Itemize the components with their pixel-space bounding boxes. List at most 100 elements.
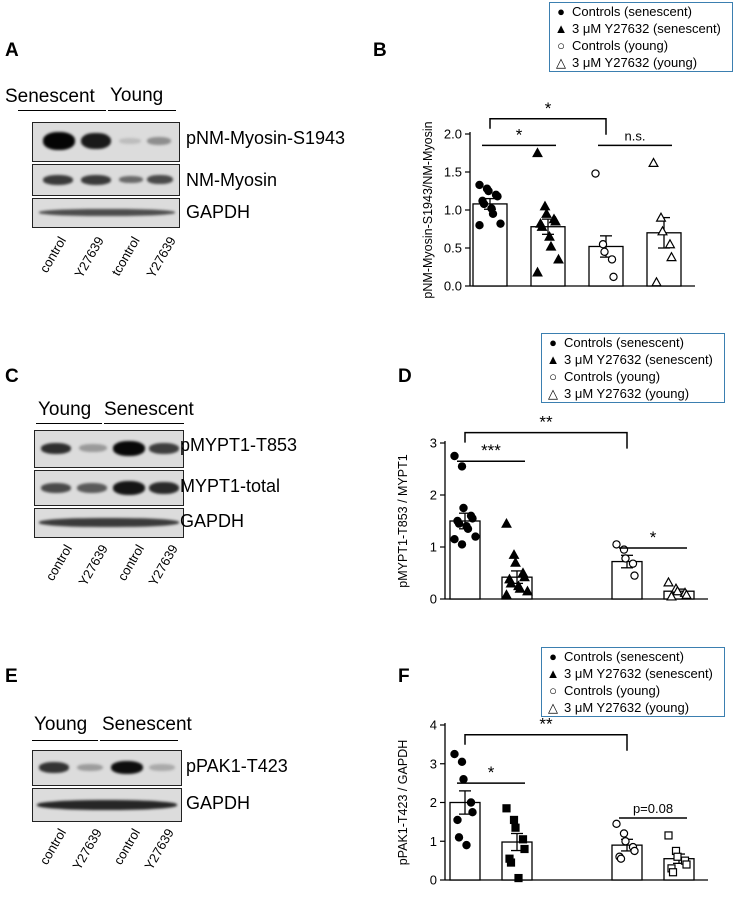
lane-label: control <box>42 542 75 584</box>
panel-letter-f: F <box>398 666 410 687</box>
data-point <box>502 804 511 813</box>
open-triangle-icon: △ <box>556 54 566 70</box>
data-point <box>628 559 638 568</box>
data-point <box>621 837 630 846</box>
data-point <box>475 180 484 190</box>
data-point <box>681 589 692 599</box>
legend-item: ▲3 μM Y27632 (senescent) <box>542 665 724 682</box>
filled-triangle-icon: ▲ <box>546 352 560 367</box>
filled-circle-icon: ● <box>549 335 557 350</box>
data-point <box>514 873 523 883</box>
significance-label: p=0.08 <box>633 801 673 816</box>
lane-label: tcontrol <box>108 234 143 279</box>
blot-strip-pnm-myosin <box>32 122 180 162</box>
blot-strip-gapdh-c <box>34 508 184 538</box>
lane-label: Y27639 <box>145 542 181 589</box>
open-triangle-icon: △ <box>548 385 558 401</box>
significance-label: * <box>516 125 523 144</box>
data-point <box>668 868 678 877</box>
y-tick-label: 2 <box>430 488 437 503</box>
lane-label: control <box>114 542 147 584</box>
data-point <box>508 549 520 559</box>
y-tick-label: 0 <box>430 592 437 607</box>
data-point <box>532 147 543 158</box>
data-point <box>657 225 668 236</box>
data-point <box>630 571 639 580</box>
y-axis-label: pPAK1-T423 / GAPDH <box>396 740 410 866</box>
data-point <box>511 823 520 832</box>
data-point <box>550 215 561 226</box>
significance-bracket <box>489 118 607 135</box>
data-point <box>598 239 608 249</box>
y-tick-label: 2 <box>430 795 437 810</box>
data-point <box>459 503 468 513</box>
band-label-ppak1: pPAK1-T423 <box>186 756 288 776</box>
blot-strip-nm-myosin <box>32 164 180 196</box>
legend-f: ●Controls (senescent) ▲3 μM Y27632 (sene… <box>541 647 725 717</box>
group-label-senescent: Senescent <box>102 714 192 735</box>
data-point <box>518 835 528 844</box>
legend-item: ▲3 μM Y27632 (senescent) <box>550 20 732 37</box>
open-circle-icon: ○ <box>549 683 557 698</box>
open-circle-icon: ○ <box>549 369 557 384</box>
y-tick-label: 1 <box>430 834 437 849</box>
significance-label: n.s. <box>625 128 646 143</box>
data-point <box>462 840 471 850</box>
legend-item: ●Controls (senescent) <box>550 3 732 20</box>
filled-circle-icon: ● <box>549 649 557 664</box>
lane-label: control <box>36 826 69 868</box>
data-point <box>545 240 557 251</box>
group-underline <box>32 740 98 741</box>
legend-item: ○Controls (young) <box>550 37 732 54</box>
data-point <box>457 540 467 549</box>
data-point <box>463 524 473 533</box>
data-point <box>453 815 462 825</box>
data-point <box>522 585 533 596</box>
open-triangle-icon: △ <box>548 699 558 715</box>
data-point <box>672 585 683 596</box>
significance-label: * <box>488 763 495 782</box>
band-label-nm-myosin: NM-Myosin <box>186 170 278 190</box>
band-label-mypt1-total: MYPT1-total <box>180 476 281 496</box>
panel-letter-b: B <box>373 40 387 61</box>
data-point <box>651 276 662 287</box>
legend-item: △3 μM Y27632 (young) <box>542 385 724 402</box>
data-point <box>553 253 564 264</box>
data-point <box>612 819 621 829</box>
data-point <box>664 238 676 249</box>
y-tick-label: 1 <box>430 540 437 555</box>
data-point <box>541 208 552 218</box>
data-point <box>520 844 529 854</box>
data-point <box>454 519 464 528</box>
data-point <box>457 757 467 767</box>
data-point <box>505 577 517 588</box>
lane-label: control <box>36 234 69 276</box>
y-tick-label: 0.0 <box>444 279 462 294</box>
data-point <box>619 545 629 554</box>
legend-item: ▲3 μM Y27632 (senescent) <box>542 351 724 368</box>
data-point <box>484 186 493 196</box>
data-point <box>609 272 618 282</box>
lane-label: Y27639 <box>75 542 111 589</box>
data-point <box>479 199 489 209</box>
panel-letter-e: E <box>5 666 18 687</box>
filled-circle-icon: ● <box>557 4 565 19</box>
band-label-pnm-myosin: pNM-Myosin-S1943 <box>186 128 346 148</box>
data-point <box>457 462 467 471</box>
filled-triangle-icon: ▲ <box>554 21 568 36</box>
legend-item: △3 μM Y27632 (young) <box>550 54 732 71</box>
y-tick-label: 3 <box>430 756 437 771</box>
y-tick-label: 4 <box>430 718 437 733</box>
significance-label: * <box>650 528 657 547</box>
data-point <box>471 532 480 541</box>
blot-strip-pmypt1 <box>34 430 184 468</box>
band-label-pmypt1: pMYPT1-T853 <box>180 435 298 455</box>
y-tick-label: 1.0 <box>444 203 462 218</box>
data-point <box>664 831 673 840</box>
open-circle-icon: ○ <box>557 38 565 53</box>
legend-d: ●Controls (senescent) ▲3 μM Y27632 (sene… <box>541 333 725 403</box>
data-point <box>509 815 519 825</box>
data-point <box>666 590 677 601</box>
group-label-young: Young <box>110 85 164 106</box>
